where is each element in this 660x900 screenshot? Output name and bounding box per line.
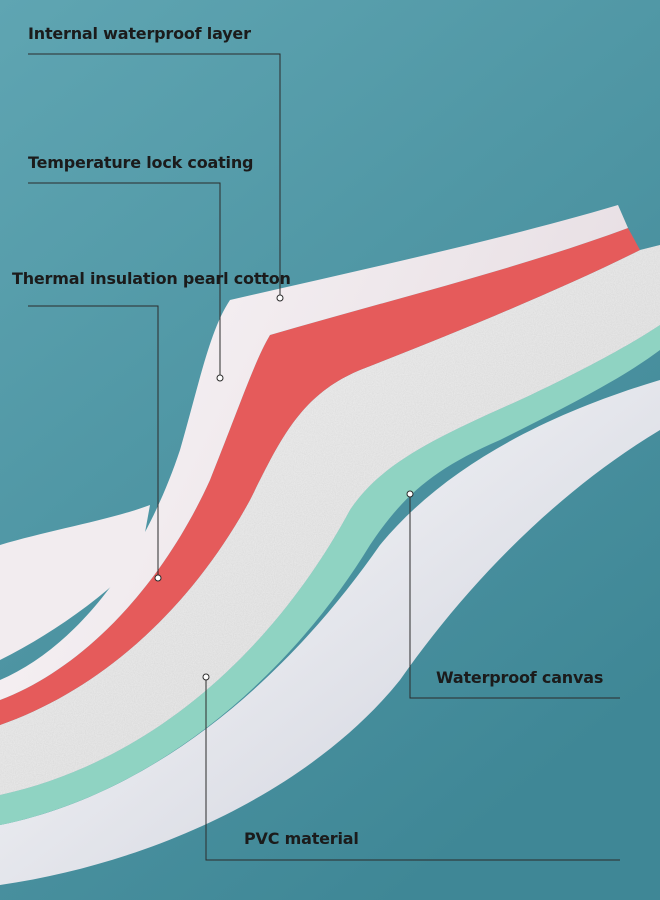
label-pvc-material: PVC material: [244, 829, 359, 849]
leader-dot-internal-waterproof: [277, 295, 283, 301]
label-internal-waterproof-layer: Internal waterproof layer: [28, 24, 251, 44]
label-thermal-insulation-pearl-cotton: Thermal insulation pearl cotton: [12, 269, 291, 289]
leader-dot-pearl-cotton: [155, 575, 161, 581]
leader-dot-pvc: [203, 674, 209, 680]
label-waterproof-canvas: Waterproof canvas: [436, 668, 603, 688]
leader-dot-waterproof-canvas: [407, 491, 413, 497]
leader-dot-temperature-lock: [217, 375, 223, 381]
label-temperature-lock-coating: Temperature lock coating: [28, 153, 253, 173]
